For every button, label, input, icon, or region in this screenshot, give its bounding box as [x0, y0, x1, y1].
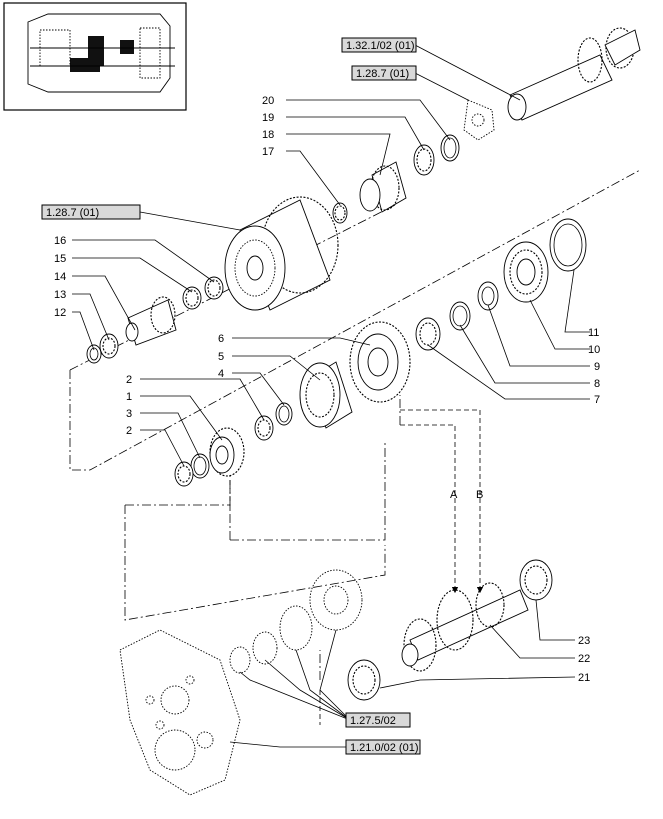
part-9 [477, 281, 499, 311]
part-13 [99, 333, 119, 359]
part-18 [359, 161, 407, 213]
callout-23: 23 [578, 635, 590, 647]
ref-box-1[interactable]: 1.32.1/02 (01) [341, 37, 417, 53]
part-17 [332, 202, 348, 224]
assembly-boundary [69, 169, 641, 471]
callout-22: 22 [578, 653, 590, 665]
callout-12: 12 [54, 307, 66, 319]
callout-4: 4 [218, 368, 224, 380]
reference-parts-lower [229, 569, 363, 674]
callout-21: 21 [578, 672, 590, 684]
part-7 [415, 317, 441, 351]
ref-label-4: 1.27.5/02 [350, 715, 396, 727]
part-14 [125, 296, 177, 346]
ref-label-2: 1.28.7 (01) [356, 68, 409, 80]
ref-label-5: 1.21.0/02 (01) [350, 742, 419, 754]
callout-13: 13 [54, 289, 66, 301]
callout-19: 19 [262, 112, 274, 124]
part-4 [275, 402, 293, 426]
callout-2-lower: 2 [126, 425, 132, 437]
part-6 [349, 321, 411, 403]
housing-plate [119, 629, 241, 796]
reference-boxes: 1.32.1/02 (01) 1.28.7 (01) 1.28.7 (01) 1… [41, 37, 421, 755]
ref-box-2[interactable]: 1.28.7 (01) [351, 65, 417, 81]
callout-17: 17 [262, 146, 274, 158]
part-15 [182, 286, 202, 310]
countershaft-assembly [401, 582, 529, 672]
part-23 [519, 559, 553, 601]
callout-8: 8 [594, 378, 600, 390]
ref-box-5[interactable]: 1.21.0/02 (01) [345, 739, 421, 755]
callout-15: 15 [54, 253, 66, 265]
callout-20: 20 [262, 95, 274, 107]
support-bracket [463, 99, 495, 141]
part-8 [449, 301, 471, 331]
clutch-drum [224, 196, 339, 311]
transmission-locator-icon [27, 13, 175, 93]
callout-7: 7 [594, 394, 600, 406]
part-19 [413, 144, 435, 176]
leader-lines [72, 44, 590, 748]
callout-18: 18 [262, 129, 274, 141]
ref-label-1: 1.32.1/02 (01) [346, 40, 415, 52]
callout-10: 10 [588, 344, 600, 356]
part-16 [204, 276, 224, 300]
part-5 [299, 361, 353, 429]
callout-5: 5 [218, 351, 224, 363]
main-shaft [507, 27, 641, 121]
flow-letter-b: B [476, 489, 483, 501]
inset-locator [3, 2, 187, 111]
callout-9: 9 [594, 361, 600, 373]
callout-11: 11 [588, 327, 599, 339]
part-3 [190, 453, 210, 479]
callout-6: 6 [218, 333, 224, 345]
callout-2-upper: 2 [126, 374, 132, 386]
part-21 [347, 659, 381, 701]
flow-letters: A B [450, 489, 483, 501]
ref-box-4[interactable]: 1.27.5/02 [345, 712, 411, 728]
callout-1: 1 [126, 391, 132, 403]
part-1 [209, 427, 245, 477]
part-10 [503, 241, 549, 303]
part-12 [86, 344, 102, 364]
part-11 [549, 218, 587, 272]
ref-box-3[interactable]: 1.28.7 (01) [41, 204, 141, 220]
callout-16: 16 [54, 235, 66, 247]
callout-3: 3 [126, 408, 132, 420]
flow-letter-a: A [450, 489, 458, 501]
callout-labels: 1 2 3 2 4 5 6 7 8 9 10 11 12 13 14 15 16… [54, 95, 600, 684]
ref-label-3: 1.28.7 (01) [46, 207, 99, 219]
callout-14: 14 [54, 271, 66, 283]
part-20 [440, 134, 460, 162]
